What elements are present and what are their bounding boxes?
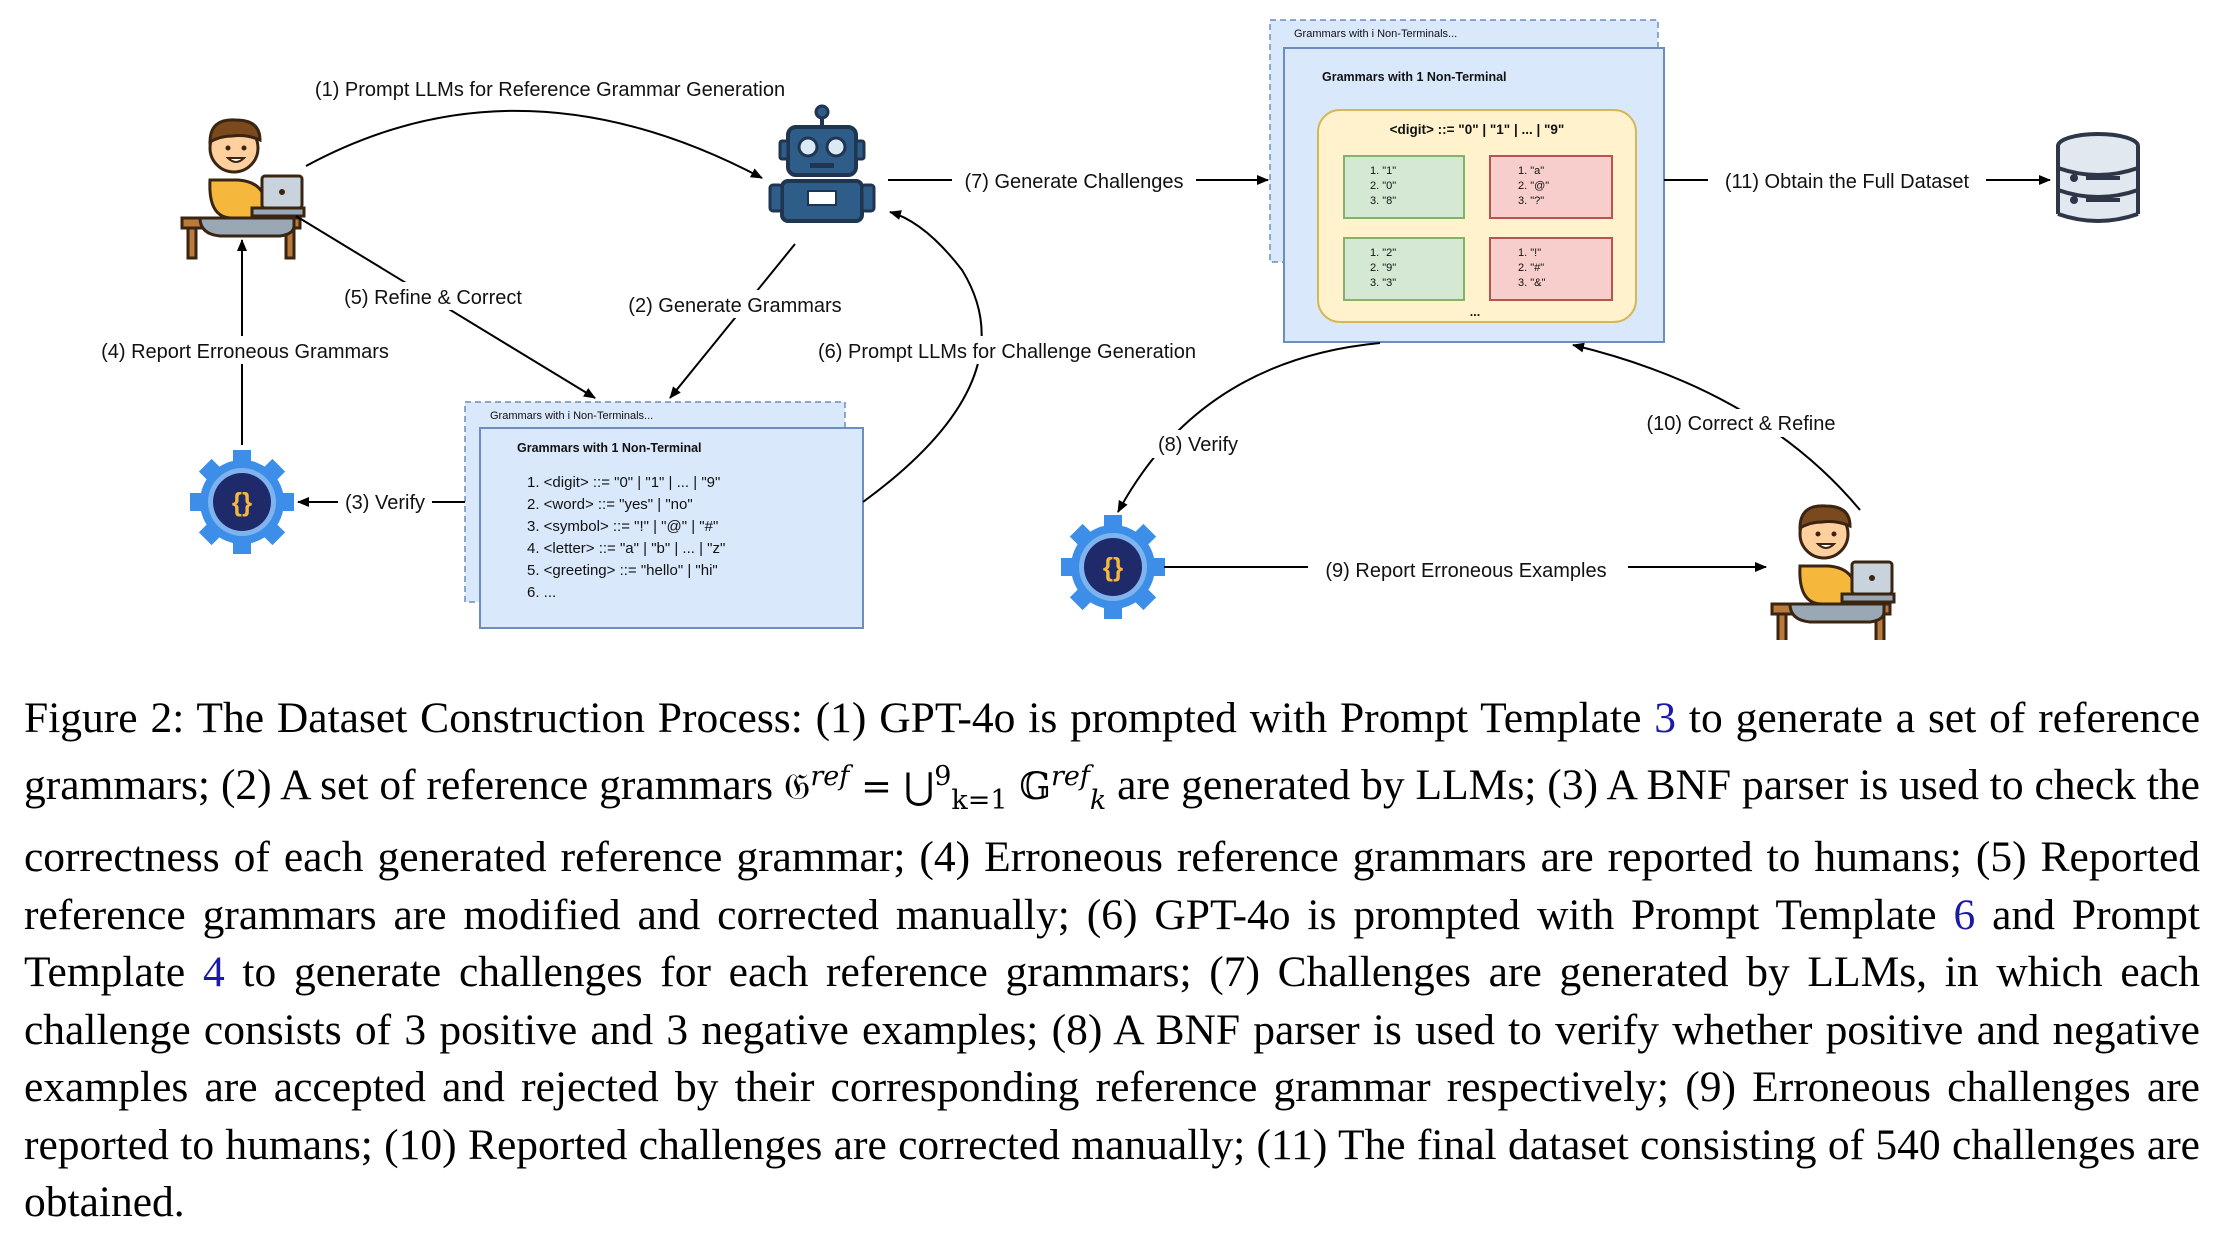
parser-braces-icon: {} (1103, 552, 1123, 582)
negative-example: 1. "a" (1518, 165, 1544, 177)
grammar-line: 3. <symbol> ::= "!" | "@" | "#" (527, 518, 718, 535)
positive-example: 2. "0" (1370, 180, 1396, 192)
label-step-10: (10) Correct & Refine (1647, 413, 1836, 435)
human-annotator-left (180, 118, 306, 260)
llm-robot-icon (768, 104, 876, 223)
human-annotator-right (1770, 504, 1896, 640)
negative-examples-box (1489, 155, 1613, 219)
parser-braces-icon: {} (232, 487, 252, 517)
label-step-7: (7) Generate Challenges (964, 171, 1183, 193)
positive-example: 1. "1" (1370, 165, 1396, 177)
arrow-8 (1117, 342, 1381, 513)
grammar-line: 1. <digit> ::= "0" | "1" | ... | "9" (527, 474, 720, 491)
grammar-back-title: Grammars with i Non-Terminals... (490, 410, 653, 422)
challenge-panel: Grammars with i Non-Terminals... Grammar… (1269, 19, 1665, 343)
label-step-1: (1) Prompt LLMs for Reference Grammar Ge… (315, 79, 785, 101)
bnf-parser-gear-right: {} (1061, 515, 1165, 619)
challenge-panel-title: Grammars with 1 Non-Terminal (1322, 70, 1507, 84)
negative-example: 3. "&" (1518, 277, 1545, 289)
label-step-3: (3) Verify (345, 492, 425, 514)
positive-example: 3. "3" (1370, 277, 1396, 289)
label-step-4: (4) Report Erroneous Grammars (101, 341, 389, 363)
positive-examples-box (1343, 155, 1465, 219)
arrow-1 (305, 109, 763, 179)
grammar-line: 2. <word> ::= "yes" | "no" (527, 496, 693, 513)
arrow-10 (1572, 342, 1861, 511)
grammar-list-panel: Grammars with i Non-Terminals... Grammar… (464, 401, 864, 629)
challenge-rule: <digit> ::= "0" | "1" | ... | "9" (1390, 122, 1565, 137)
caption-text: Figure 2: The Dataset Construction Proce… (24, 694, 1655, 742)
prompt-template-ref[interactable]: 3 (1654, 694, 1677, 742)
negative-example: 3. "?" (1518, 195, 1544, 207)
label-step-9: (9) Report Erroneous Examples (1325, 560, 1606, 582)
label-step-6: (6) Prompt LLMs for Challenge Generation (818, 341, 1196, 363)
prompt-template-ref[interactable]: 6 (1953, 890, 1976, 939)
positive-examples-box (1343, 237, 1465, 301)
challenge-ellipsis: ... (1470, 305, 1480, 319)
figure-caption: Figure 2: The Dataset Construction Proce… (24, 690, 2200, 1232)
dataset-construction-diagram: {} {} Grammars with i Non-Terminals... G… (101, 19, 2140, 640)
negative-example: 1. "!" (1518, 247, 1541, 259)
reference-grammar-set-math: 𝔊ref = ⋃9k=1 𝔾refk (784, 760, 1107, 816)
label-step-5: (5) Refine & Correct (344, 287, 522, 309)
grammar-panel-title: Grammars with 1 Non-Terminal (517, 441, 702, 455)
bnf-parser-gear-left: {} (190, 450, 294, 554)
positive-example: 2. "9" (1370, 262, 1396, 274)
positive-example: 3. "8" (1370, 195, 1396, 207)
grammar-line: 4. <letter> ::= "a" | "b" | ... | "z" (527, 540, 725, 557)
caption-text: to generate a set of reference grammars;… (24, 694, 2201, 809)
negative-example: 2. "#" (1518, 262, 1544, 274)
grammar-line: 6. ... (527, 584, 556, 601)
negative-examples-box (1489, 237, 1613, 301)
arrow-6 (862, 210, 983, 503)
prompt-template-ref[interactable]: 4 (202, 948, 225, 996)
negative-example: 2. "@" (1518, 180, 1549, 192)
label-step-8: (8) Verify (1158, 434, 1238, 456)
label-step-11: (11) Obtain the Full Dataset (1725, 171, 1970, 193)
arrow-2 (669, 243, 796, 399)
caption-text: are generated by LLMs; (3) A BNF parser … (24, 760, 2200, 939)
challenge-back-title: Grammars with i Non-Terminals... (1294, 28, 1457, 40)
grammar-line: 5. <greeting> ::= "hello" | "hi" (527, 562, 718, 579)
caption-text: to generate challenges for each referenc… (24, 948, 2201, 1226)
label-step-2: (2) Generate Grammars (628, 295, 841, 317)
caption-text: and Prompt Template (24, 890, 2200, 997)
positive-example: 1. "2" (1370, 247, 1396, 259)
database-icon (2056, 132, 2140, 223)
